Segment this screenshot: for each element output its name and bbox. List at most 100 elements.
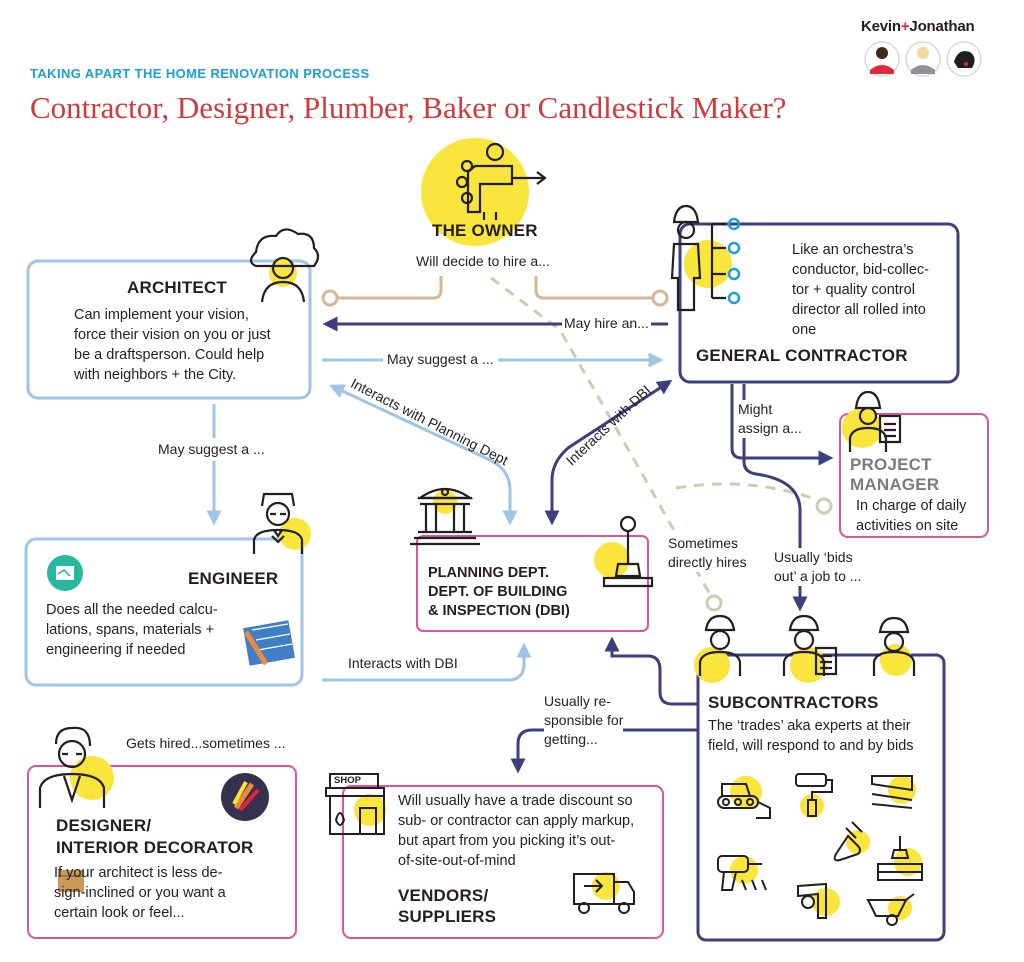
vendors-heading-line: VENDORS/ — [398, 886, 489, 905]
truck-icon — [573, 872, 635, 914]
shop-sign: SHOP — [334, 775, 361, 786]
paint-roller-icon — [795, 773, 833, 818]
pm-heading-line: MANAGER — [850, 475, 940, 494]
contractor-line: conductor, bid-collec- — [792, 262, 930, 278]
contractor-line: tor + quality control — [792, 282, 915, 298]
vendors-box — [342, 785, 664, 939]
contractor-box — [678, 222, 960, 384]
engineer-line: engineering if needed — [46, 642, 186, 658]
vendors-line: of-site-out-of-mind — [398, 853, 516, 869]
label-may-suggest-gc: May suggest a ... — [383, 350, 498, 369]
drill-icon — [717, 855, 767, 891]
contractor-line: director all rolled into — [792, 302, 926, 318]
engineer-body: Does all the needed calcu- lations, span… — [46, 600, 246, 660]
label-dbi-eng: Interacts with DBI — [348, 655, 458, 671]
designer-heading-line: DESIGNER/ — [56, 816, 152, 835]
vendors-line: Will usually have a trade discount so — [398, 793, 633, 809]
label-responsible: Usually re- sponsible for getting... — [544, 692, 624, 749]
designer-icon — [38, 726, 114, 808]
bids-line: out’ a job to ... — [774, 568, 862, 584]
vendors-body: Will usually have a trade discount so su… — [398, 791, 634, 871]
sometimes-line: directly hires — [668, 554, 747, 570]
owner-connector — [321, 276, 669, 307]
subcontractors-body: The ‘trades’ aka experts at their field,… — [708, 716, 914, 756]
vendors-line: but apart from you picking it’s out- — [398, 833, 616, 849]
architect-box — [26, 259, 312, 400]
designer-line: sign-inclined or you want a — [54, 885, 226, 901]
caliper-icon — [797, 882, 840, 919]
brand-logo: Kevin+Jonathan — [861, 18, 975, 35]
paint-swatch-icon — [221, 773, 269, 821]
designer-body: If your architect is less de- sign-incli… — [54, 863, 226, 923]
wheelbarrow-icon — [866, 893, 915, 926]
planning-line: DEPT. OF BUILDING — [428, 584, 568, 600]
owner-heading: THE OWNER — [432, 221, 538, 240]
label-might-assign: Might assign a... — [738, 400, 802, 438]
architect-line: be a draftsperson. Could help — [74, 347, 265, 363]
shop-icon — [325, 773, 386, 835]
pm-heading-line: PROJECT — [850, 455, 932, 474]
label-bids-out: Usually ‘bids out’ a job to ... — [774, 548, 862, 586]
pm-line: In charge of daily — [856, 498, 967, 514]
vendors-heading: VENDORS/ SUPPLIERS — [398, 885, 496, 927]
project-manager-body: In charge of daily activities on site — [856, 496, 966, 536]
might-line: assign a... — [738, 420, 802, 436]
project-manager-heading: PROJECT MANAGER — [850, 455, 939, 495]
planning-line: PLANNING DEPT. — [428, 565, 549, 581]
planning-box — [416, 535, 649, 632]
engineer-heading: ENGINEER — [188, 569, 279, 588]
crane-icon — [877, 836, 923, 881]
label-gets-hired: Gets hired...sometimes ... — [126, 735, 286, 751]
contractor-icon — [670, 204, 741, 312]
building-icon — [410, 487, 480, 546]
project-manager-box — [839, 413, 989, 538]
avatar-icon — [864, 41, 982, 77]
brand-left: Kevin — [861, 18, 901, 35]
worker-icon — [694, 614, 916, 683]
project-manager-icon — [842, 390, 902, 452]
subcontractors-heading: SUBCONTRACTORS — [708, 693, 879, 712]
blueprint-icon — [47, 555, 295, 666]
architect-body: Can implement your vision, force their v… — [74, 305, 306, 385]
planning-heading: PLANNING DEPT. DEPT. OF BUILDING & INSPE… — [428, 564, 570, 621]
designer-heading-line: INTERIOR DECORATOR — [56, 838, 254, 857]
owner-text: Will decide to hire a... — [416, 253, 550, 269]
responsible-line: getting... — [544, 731, 598, 747]
contractor-heading: GENERAL CONTRACTOR — [696, 346, 908, 365]
contractor-line: Like an orchestra’s — [792, 242, 914, 258]
designer-line: If your architect is less de- — [54, 865, 223, 881]
bids-line: Usually ‘bids — [774, 549, 853, 565]
engineer-line: lations, spans, materials + — [46, 622, 215, 638]
vendors-heading-line: SUPPLIERS — [398, 907, 497, 926]
sub-line: field, will respond to and by bids — [708, 738, 914, 754]
architect-line: force their vision on you or just — [74, 327, 271, 343]
sub-line: The ‘trades’ aka experts at their — [708, 718, 911, 734]
designer-line: certain look or feel... — [54, 905, 185, 921]
joystick-icon — [594, 515, 654, 588]
page-title: Contractor, Designer, Plumber, Baker or … — [30, 90, 787, 125]
engineer-line: Does all the needed calcu- — [46, 602, 218, 618]
brand-plus: + — [900, 18, 910, 35]
planning-line: & INSPECTION (DBI) — [428, 603, 570, 619]
architect-heading: ARCHITECT — [127, 278, 228, 297]
contractor-body: Like an orchestra’s conductor, bid-colle… — [792, 240, 952, 340]
saw-icon — [871, 775, 916, 809]
bulldozer-icon — [717, 776, 771, 819]
engineer-icon — [252, 492, 311, 554]
plug-icon — [833, 821, 870, 862]
label-sometimes: Sometimes directly hires — [668, 534, 747, 572]
architect-icon — [249, 228, 320, 303]
sometimes-line: Sometimes — [668, 535, 739, 551]
owner-icon — [455, 142, 547, 220]
responsible-line: sponsible for — [544, 712, 624, 728]
contractor-line: one — [792, 322, 817, 338]
brand-right: Jonathan — [909, 18, 975, 35]
box-icon — [58, 870, 84, 892]
blue-arrows — [206, 352, 664, 682]
pm-line: activities on site — [856, 518, 959, 534]
architect-line: Can implement your vision, — [74, 307, 249, 323]
responsible-line: Usually re- — [544, 693, 611, 709]
might-line: Might — [738, 401, 773, 417]
architect-line: with neighbors + the City. — [74, 367, 237, 383]
